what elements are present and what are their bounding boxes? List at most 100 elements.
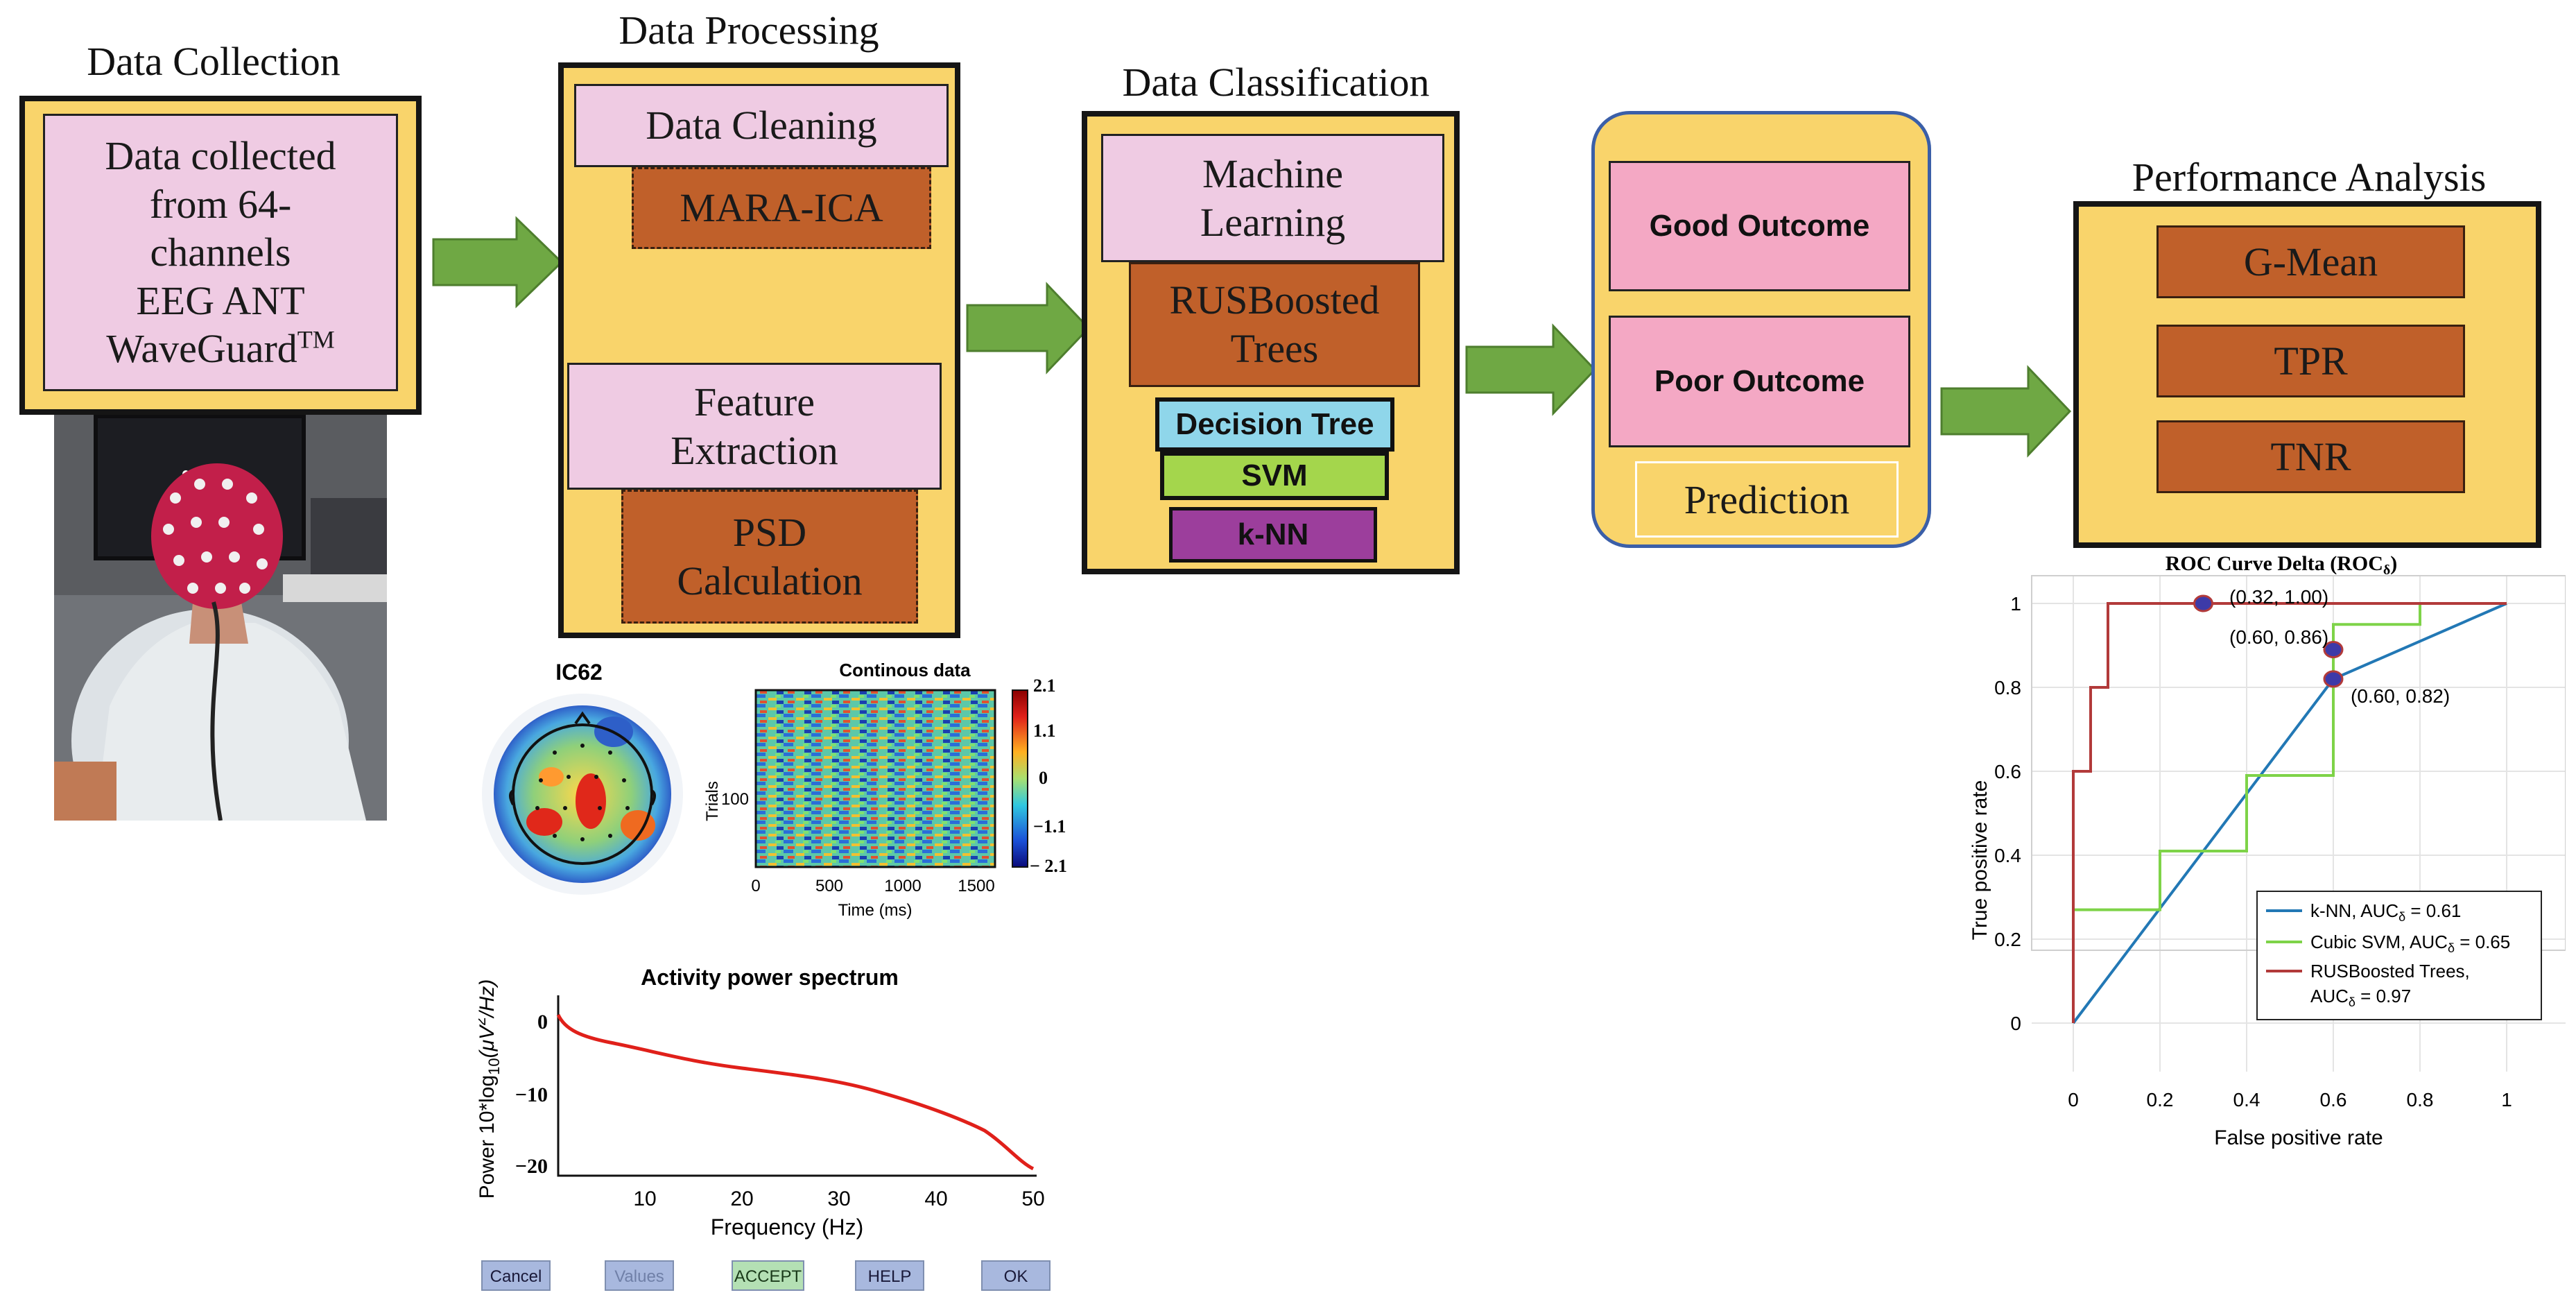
erp-ylabel: Trials [703,781,722,821]
erp-image [754,689,996,868]
spectrum-ytick: −20 [515,1155,548,1178]
prediction-label: Prediction [1635,461,1899,538]
roc-xtick: 0.4 [2233,1089,2261,1110]
spectrum-axes [557,995,1037,1177]
prediction-box: Good Outcome Poor Outcome Prediction [1591,111,1931,548]
classification-title: Data Classification [1122,60,1430,105]
roc-annotation: (0.60, 0.82) [2351,685,2450,707]
arrow-processing-to-classification [966,282,1091,375]
eeg-subject-photo [54,415,387,821]
roc-series-line-2 [2072,602,2507,1023]
erp-xtick: 0 [751,877,760,895]
roc-chart: ROC Curve Delta (ROCδ) 0 0.2 0.4 0.6 0.8 1 0 0… [1969,552,2566,1149]
erp-image-title: Continous data [839,660,971,680]
eeglab-component-panel: IC62 Continous data Trials 100 0 [472,655,1075,1301]
roc-grid [2032,576,2566,1072]
ml-line-1: Machine [1202,151,1343,196]
roc-xtick: 0.6 [2320,1089,2347,1110]
collection-line-1: Data collected [105,133,336,179]
spectrum-xlabel: Frequency (Hz) [711,1215,864,1239]
roc-annotation: (0.60, 0.86) [2229,626,2328,648]
legend-entry-rus: RUSBoosted Trees, [2310,961,2470,981]
roc-xtick: 1 [2501,1089,2512,1110]
trademark-mark: TM [297,326,335,354]
arrow-classification-to-prediction [1465,323,1597,416]
roc-ytick: 0.2 [1994,929,2021,950]
roc-xtick: 0.8 [2407,1089,2434,1110]
spectrum-xtick: 50 [1021,1187,1044,1210]
spectrum-xtick: 10 [633,1187,656,1210]
rus-line-2: Trees [1230,326,1319,371]
roc-title: ROC Curve Delta (ROCδ) [2166,552,2398,578]
accept-button[interactable]: ACCEPT [732,1260,804,1291]
legend-entry-knn: k-NN, AUCδ = 0.61 [2310,900,2461,924]
roc-ytick: 1 [2010,593,2021,615]
processing-title: Data Processing [619,8,879,53]
spectrum-ytick: 0 [537,1011,548,1033]
spectrum-title: Activity power spectrum [641,965,899,990]
roc-ytick: 0.4 [1994,845,2021,866]
machine-learning-step: Machine Learning [1101,134,1444,262]
tpr-metric: TPR [2156,325,2465,397]
colorbar-tick: −1.1 [1033,816,1066,837]
collection-description: Data collected from 64- channels EEG ANT… [43,114,398,391]
g-mean-metric: G-Mean [2156,225,2465,298]
help-button[interactable]: HELP [855,1260,924,1291]
decision-tree-classifier: Decision Tree [1155,397,1394,452]
processing-box: Data Cleaning MARA-ICA Feature Extractio… [558,62,960,638]
erp-xlabel: Time (ms) [838,901,912,920]
erp-xtick: 1500 [958,877,994,895]
collection-line-3: channels [150,230,291,275]
collection-title: Data Collection [87,39,340,84]
psd-line-1: PSD [732,509,807,555]
colorbar-tick: 2.1 [1033,676,1056,696]
collection-line-5: WaveGuardTM [106,326,335,372]
classification-box: Machine Learning RUSBoosted Trees Decisi… [1082,111,1460,574]
legend-entry-rus-auc: AUCδ = 0.97 [2310,986,2411,1009]
erp-xtick: 500 [815,877,843,895]
arrow-collection-to-processing [432,216,564,309]
tnr-metric: TNR [2156,420,2465,493]
roc-xlabel: False positive rate [2214,1126,2383,1149]
values-button[interactable]: Values [605,1260,674,1291]
feature-line-1: Feature [694,379,815,424]
roc-legend: k-NN, AUCδ = 0.61 Cubic SVM, AUCδ = 0.65… [2256,891,2542,1020]
feature-extraction-step: Feature Extraction [567,363,942,490]
roc-ytick: 0.8 [1994,677,2021,698]
roc-ylabel: True positive rate [1969,780,1991,941]
psd-line-2: Calculation [677,558,863,603]
mara-ica-step: MARA-ICA [632,167,931,249]
spectrum-xtick: 20 [730,1187,753,1210]
colorbar-tick: − 2.1 [1030,856,1067,876]
roc-marker-2 [2323,670,2344,688]
erp-ytick: 100 [721,790,749,809]
ok-button[interactable]: OK [981,1260,1051,1291]
roc-series-line-1 [2072,602,2507,1023]
spectrum-xtick: 30 [827,1187,850,1210]
roc-marker-1 [2323,641,2344,659]
psd-calculation-step: PSD Calculation [621,490,918,624]
spectrum-ylabel: Power 10*log10(μV2/Hz) [478,979,503,1199]
feature-line-2: Extraction [671,427,838,473]
spectrum-curve [556,1013,1035,1171]
roc-annotation: (0.32, 1.00) [2229,586,2328,608]
poor-outcome-class: Poor Outcome [1609,316,1910,447]
performance-box: G-Mean TPR TNR [2073,201,2541,548]
rusboosted-trees-step: RUSBoosted Trees [1129,262,1420,387]
roc-ytick: 0 [2010,1013,2021,1034]
legend-entry-svm: Cubic SVM, AUCδ = 0.65 [2310,932,2510,955]
knn-classifier: k-NN [1169,507,1377,563]
cancel-button[interactable]: Cancel [481,1260,551,1291]
spectrum-ytick: −10 [515,1083,548,1106]
roc-xtick: 0 [2068,1089,2079,1110]
roc-ytick: 0.6 [1994,761,2021,782]
spectrum-xtick: 40 [924,1187,947,1210]
ml-line-2: Learning [1200,199,1346,245]
data-cleaning-step: Data Cleaning [574,84,949,167]
performance-title: Performance Analysis [2132,155,2487,200]
collection-line-4: EEG ANT [136,277,305,323]
roc-marker-0 [2193,594,2213,612]
arrow-prediction-to-performance [1940,365,2072,458]
colorbar [1012,689,1028,868]
rus-line-1: RUSBoosted [1169,277,1380,323]
